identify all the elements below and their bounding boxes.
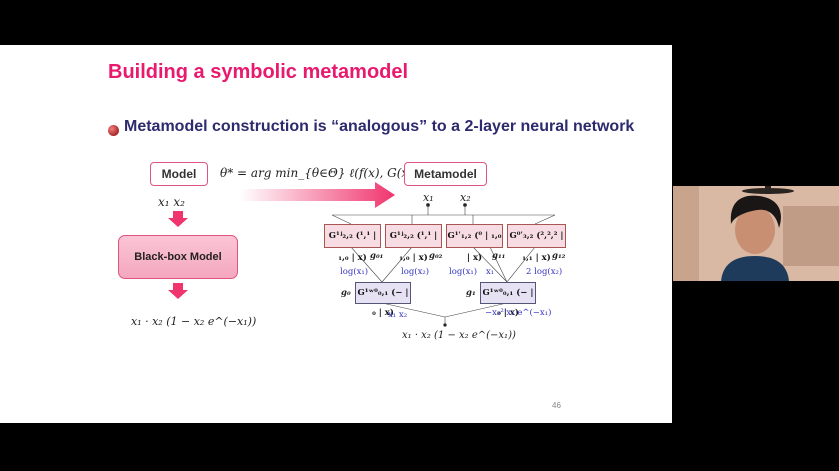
person-silhouette xyxy=(721,195,789,281)
down-arrow-2 xyxy=(168,283,188,299)
objective-formula: θ* = arg min_{θ∈Θ} ℓ(f(x), G(x; θ)) xyxy=(220,166,433,180)
edge-label-g01: log(x₁) xyxy=(340,267,369,277)
edge-label-g11: log(x₁) xyxy=(449,267,478,277)
webcam-door xyxy=(783,206,839,266)
page-number: 46 xyxy=(552,401,561,410)
node-name-g02: g₀₂ xyxy=(429,251,443,261)
node-name-g12: g₁₂ xyxy=(552,251,566,261)
meijer-g-node-g12: G⁰ʹ₃,₂ (²,²,² | ₁,₁ | x) xyxy=(507,224,566,263)
metamodel-input-x2: x₂ xyxy=(460,191,471,204)
network-edges xyxy=(331,203,556,327)
webcam-video xyxy=(673,186,839,281)
node-name-g0: g₀ xyxy=(341,288,351,298)
edge-label-extra: x₁ xyxy=(486,267,495,277)
edge-label-g02: log(x₂) xyxy=(401,267,430,277)
ceiling-fan-icon xyxy=(742,186,794,194)
node-name-g01: g₀₁ xyxy=(370,251,384,261)
meijer-g-node-g11: G¹ʹ₁,₂ (⁰ | ₁,₀ | x) xyxy=(446,224,503,263)
meijer-g-node-g02: G¹ʲ₂,₂ (¹,¹ | ₁,₀ | x) xyxy=(385,224,442,263)
webcam-wall xyxy=(673,186,699,281)
down-arrow-1 xyxy=(168,211,188,227)
metamodel-input-x1: x₁ xyxy=(423,191,434,204)
model-output-formula: x₁ · x₂ (1 − x₂ e^(−x₁)) xyxy=(131,315,257,328)
bullet-icon xyxy=(108,125,119,136)
model-label-box: Model xyxy=(150,162,208,186)
transform-arrow xyxy=(240,182,395,208)
model-inputs: x₁ x₂ xyxy=(158,195,185,209)
edge-label-g12: 2 log(x₂) xyxy=(526,267,563,277)
presentation-slide: Building a symbolic metamodel Metamodel … xyxy=(0,45,672,423)
node-name-g1: g₁ xyxy=(466,288,476,298)
slide-title: Building a symbolic metamodel xyxy=(108,61,409,83)
metamodel-label-box: Metamodel xyxy=(404,162,487,186)
blackbox-model-box: Black-box Model xyxy=(118,235,238,279)
meijer-g-node-g0: G¹ʷ⁰₀,₁ (− | ₀ | x) xyxy=(355,282,411,318)
meijer-g-node-g01: G¹ʲ₂,₂ (¹,¹ | ₁,₀ | x) xyxy=(324,224,381,263)
edge-label-g0: x₁ x₂ xyxy=(388,310,408,320)
meijer-g-node-g1: G¹ʷ⁰₀,₁ (− | ₀ | x) xyxy=(480,282,536,318)
diagram-lines xyxy=(168,182,556,327)
edge-label-g1: −x₂² x₁ e^(−x₁) xyxy=(485,308,552,318)
bullet-text: Metamodel construction is “analogous” to… xyxy=(124,118,635,135)
metamodel-output-formula: x₁ · x₂ (1 − x₂ e^(−x₁)) xyxy=(402,330,516,341)
node-name-g11: g₁₁ xyxy=(492,251,506,261)
